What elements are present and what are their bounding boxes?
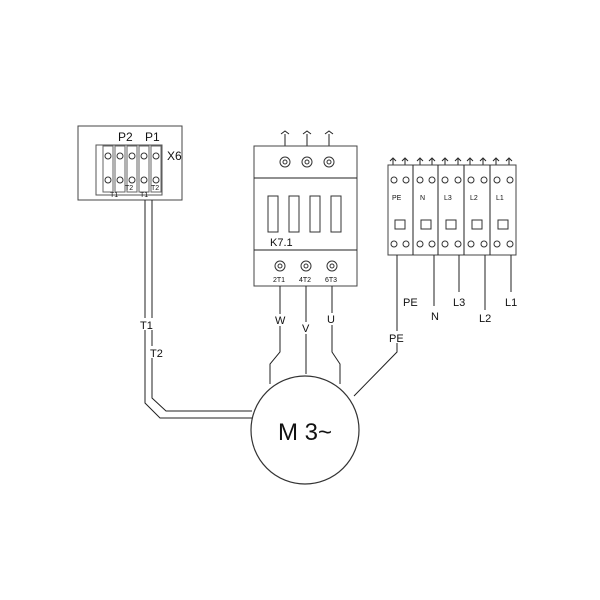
slot-label-l3: L3 [444,195,452,202]
slot-label-l2: L2 [470,195,478,202]
control-terminal-strip [102,145,162,193]
wire-label-w: W [275,315,286,327]
motor: M 3~ [250,375,360,485]
label-p1: P1 [145,130,160,144]
term-t1: T1 [110,192,118,199]
slot-label-pe: PE [392,195,402,202]
control-box-x6: P2 P1 X6 T2 T2 T1 T1 [77,125,183,201]
contactor-k7-1: K7.1 2T1 4T2 6T3 [253,130,358,287]
wire-label-n: N [431,311,439,323]
slot-label-n: N [420,195,425,202]
contactor-name: K7.1 [270,237,293,249]
supply-terminal-block: PE N L3 L2 L1 [387,157,517,256]
term-t2: T2 [125,185,133,192]
out-4t2: 4T2 [299,277,311,284]
motor-label: M 3~ [278,419,332,446]
wire-w [269,286,281,384]
wire-label-t2: T2 [150,348,163,360]
label-x6: X6 [167,149,182,163]
contactor-supply-arrows [280,130,334,146]
slot-label-l1: L1 [496,195,504,202]
label-p2: P2 [118,130,133,144]
wire-pe-motor [353,255,398,397]
wire-t2 [151,200,252,412]
terminal-slot-dividers [412,165,491,255]
wire-label-t1: T1 [140,320,153,332]
terminal-screws [390,176,514,248]
wire-label-pe-motor: PE [389,333,404,345]
wire-u [331,286,341,384]
wire-label-v: V [302,323,310,335]
wire-label-pe: PE [403,297,418,309]
wire-labels: T1 T2 W V U PE PE N L3 L2 L1 [139,297,517,360]
out-6t3: 6T3 [325,277,337,284]
terminal-supply-arrows [389,157,513,165]
term-t2b: T2 [151,185,159,192]
out-2t1: 2T1 [273,277,285,284]
wire-label-l1: L1 [505,297,517,309]
wire-label-u: U [327,314,335,326]
wire-t1 [144,200,252,419]
term-t1b: T1 [140,192,148,199]
wire-label-l2: L2 [479,313,491,325]
wire-label-l3: L3 [453,297,465,309]
